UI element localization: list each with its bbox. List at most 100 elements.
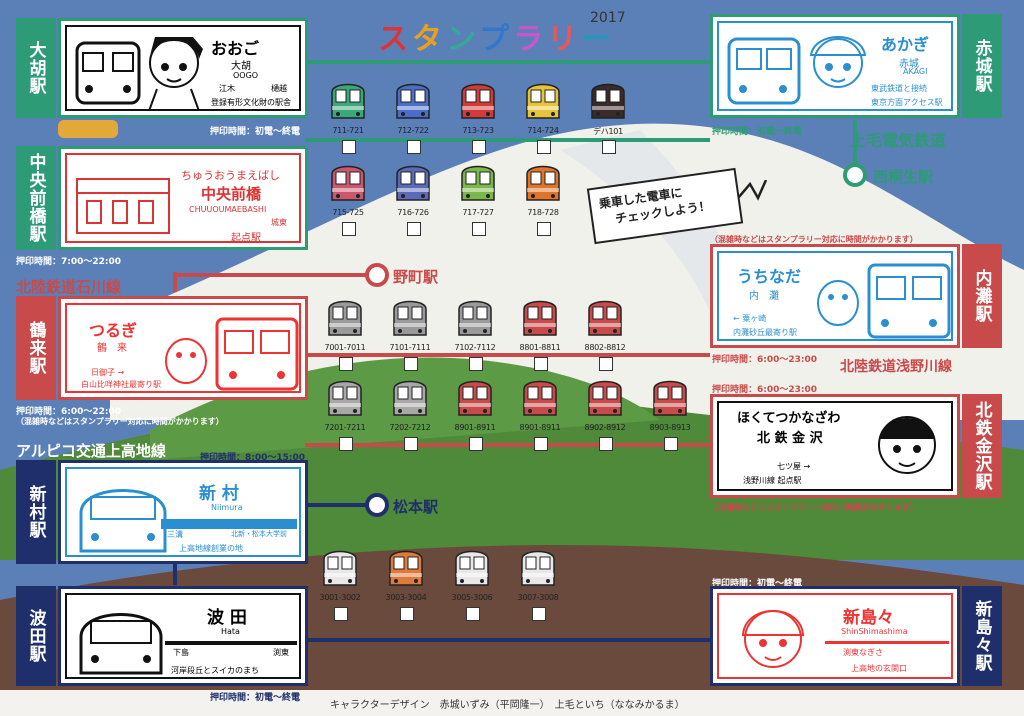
stamp-niimura-sub: 上高地線創業の地 — [179, 544, 243, 553]
train-checkbox[interactable] — [342, 222, 356, 236]
station-label-chuo: 中央前橋駅 — [16, 146, 56, 250]
hours-uchinada: 押印時間：6:00～23:00 — [712, 355, 818, 365]
character-mascot-icon — [809, 36, 867, 88]
train-number-label: 712-722 — [397, 126, 429, 135]
train-number-label: 716-726 — [397, 208, 429, 217]
train-checkbox[interactable] — [404, 357, 418, 371]
train-front-icon — [727, 37, 801, 105]
character-mascot-icon — [878, 416, 936, 474]
train-car-icon — [521, 550, 555, 586]
stamp-niimura[interactable]: 新 村 Niimura 三溝 北新・松本大学前 上高地線創業の地 — [58, 460, 308, 564]
junction-nomachi: 野町駅 — [393, 268, 439, 286]
stamp-kanazawa[interactable]: ほくてつかなざわ 北 鉄 金 沢 七ツ屋 → 浅野川線 起点駅 — [710, 394, 960, 498]
train-car-icon — [653, 380, 687, 416]
train-checkbox[interactable] — [537, 222, 551, 236]
hours-niimura: 押印時間：8:00～15:00 — [200, 453, 306, 463]
train-number-label: 7101-7111 — [389, 343, 431, 352]
train-car-icon — [455, 550, 489, 586]
stamp-shinshimashima-sub: 上高地の玄関口 — [851, 664, 907, 673]
train-checkbox[interactable] — [339, 437, 353, 451]
train-checkbox[interactable] — [404, 437, 418, 451]
footer-credit: キャラクターデザイン 赤城いずみ（平岡隆一） 上毛といち（ななみかるま） — [330, 700, 685, 711]
train-number-label: 715-725 — [332, 208, 364, 217]
line-label-asanogawa: 北陸鉄道浅野川線 — [840, 359, 952, 375]
train-car-icon — [331, 165, 365, 201]
stamp-niimura-bar — [161, 519, 297, 529]
station-label-kanazawa: 北鉄金沢駅 — [962, 394, 1002, 498]
stamp-ogo[interactable]: おおご 大胡 OOGO 江木 樋越 登録有形文化財の駅舎 — [58, 18, 308, 118]
train-car-icon — [591, 83, 625, 119]
mascot-bird-icon — [165, 338, 207, 384]
station-label-uchinada: 内灘駅 — [962, 244, 1002, 348]
stamp-akagi-kanji: 赤城 — [899, 59, 919, 70]
stamp-kanazawa-dir: 七ツ屋 → — [777, 462, 811, 471]
train-number-label: 3007-3008 — [517, 593, 559, 602]
train-checkbox[interactable] — [472, 140, 486, 154]
train-front-icon — [79, 489, 167, 553]
train-checkbox[interactable] — [466, 607, 480, 621]
train-car-icon — [458, 380, 492, 416]
stamp-hata-sub: 河岸段丘とスイカのまち — [171, 666, 259, 675]
train-car-icon — [523, 380, 557, 416]
train-number-label: 3001-3002 — [319, 593, 361, 602]
train-car-icon — [393, 300, 427, 336]
stamp-niimura-right: 北新・松本大学前 — [231, 530, 287, 538]
stamp-niimura-roman: Niimura — [211, 503, 243, 512]
hours-hata: 押印時間：初電～終電 — [210, 693, 301, 703]
station-label-ogo: 大胡駅 — [16, 18, 56, 118]
train-checkbox[interactable] — [339, 357, 353, 371]
stamp-shinshimashima-kanji: 新島々 — [843, 608, 894, 628]
stamp-kanazawa-name: ほくてつかなざわ — [737, 411, 841, 426]
stamp-tsurugi[interactable]: つるぎ 鶴 来 日御子 → 白山比咩神社最寄り駅 — [58, 296, 308, 400]
train-checkbox[interactable] — [472, 222, 486, 236]
train-checkbox[interactable] — [469, 357, 483, 371]
train-car-icon — [328, 300, 362, 336]
stamp-uchinada-sub: 内灘砂丘最寄り駅 — [733, 328, 797, 337]
mascot-bird-icon — [817, 280, 859, 326]
train-checkbox[interactable] — [537, 140, 551, 154]
note-kanazawa: （混雑時などはスタンプラリー対応に時間がかかります） — [710, 503, 918, 512]
stamp-akagi[interactable]: あかぎ 赤城 AKAGI 東武鉄道と接続 東京方面アクセス駅 — [710, 14, 960, 118]
train-number-label: 8802-8812 — [584, 343, 626, 352]
train-checkbox[interactable] — [664, 437, 678, 451]
train-number-label: 717-727 — [462, 208, 494, 217]
train-checkbox[interactable] — [469, 437, 483, 451]
train-number-label: 8903-8913 — [649, 423, 691, 432]
train-checkbox[interactable] — [407, 140, 421, 154]
stamp-ogo-roman: OOGO — [233, 71, 259, 80]
train-number-label: 7201-7211 — [324, 423, 366, 432]
stamp-shinshimashima[interactable]: 新島々 ShinShimashima 渕東なぎさ 上高地の玄関口 — [710, 586, 960, 686]
train-checkbox[interactable] — [400, 607, 414, 621]
line-label-jomo: 上毛電気鉄道 — [850, 131, 947, 150]
speech-tail-icon — [738, 180, 768, 201]
train-number-label: 7001-7011 — [324, 343, 366, 352]
stamp-ogo-kanji: 大胡 — [231, 61, 251, 72]
train-checkbox[interactable] — [532, 607, 546, 621]
train-car-icon — [393, 380, 427, 416]
train-number-label: 7102-7112 — [454, 343, 496, 352]
train-checkbox[interactable] — [342, 140, 356, 154]
train-checkbox[interactable] — [407, 222, 421, 236]
train-car-icon — [523, 300, 557, 336]
title-year: 2017 — [590, 10, 626, 26]
hours-ogo: 押印時間：初電～終電 — [210, 127, 301, 137]
station-label-niimura: 新村駅 — [16, 460, 56, 564]
stamp-chuo-sub: 起点駅 — [231, 233, 261, 244]
train-number-label: 8901-8911 — [454, 423, 496, 432]
stamp-chuo[interactable]: ちゅうおうまえばし 中央前橋 CHUUOUMAEBASHI 城東 起点駅 — [58, 146, 308, 250]
stamp-hata[interactable]: 波 田 Hata 下島 渕東 河岸段丘とスイカのまち — [58, 586, 308, 686]
train-checkbox[interactable] — [599, 357, 613, 371]
train-checkbox[interactable] — [602, 140, 616, 154]
stamp-shinshimashima-roman: ShinShimashima — [841, 627, 908, 636]
stamp-chuo-roman: CHUUOUMAEBASHI — [189, 205, 267, 214]
stamp-uchinada[interactable]: うちなだ 内 灘 ← 粟ヶ崎 内灘砂丘最寄り駅 — [710, 244, 960, 348]
stamp-tsurugi-sub: 白山比咩神社最寄り駅 — [81, 380, 161, 389]
train-checkbox[interactable] — [334, 607, 348, 621]
train-checkbox[interactable] — [534, 437, 548, 451]
note-uchinada: （混雑時などはスタンプラリー対応に時間がかかります） — [710, 235, 918, 244]
train-checkbox[interactable] — [599, 437, 613, 451]
station-label-akagi: 赤城駅 — [962, 14, 1002, 118]
stamp-akagi-sub2: 東京方面アクセス駅 — [871, 98, 943, 107]
train-checkbox[interactable] — [534, 357, 548, 371]
station-label-hata: 波田駅 — [16, 586, 56, 686]
